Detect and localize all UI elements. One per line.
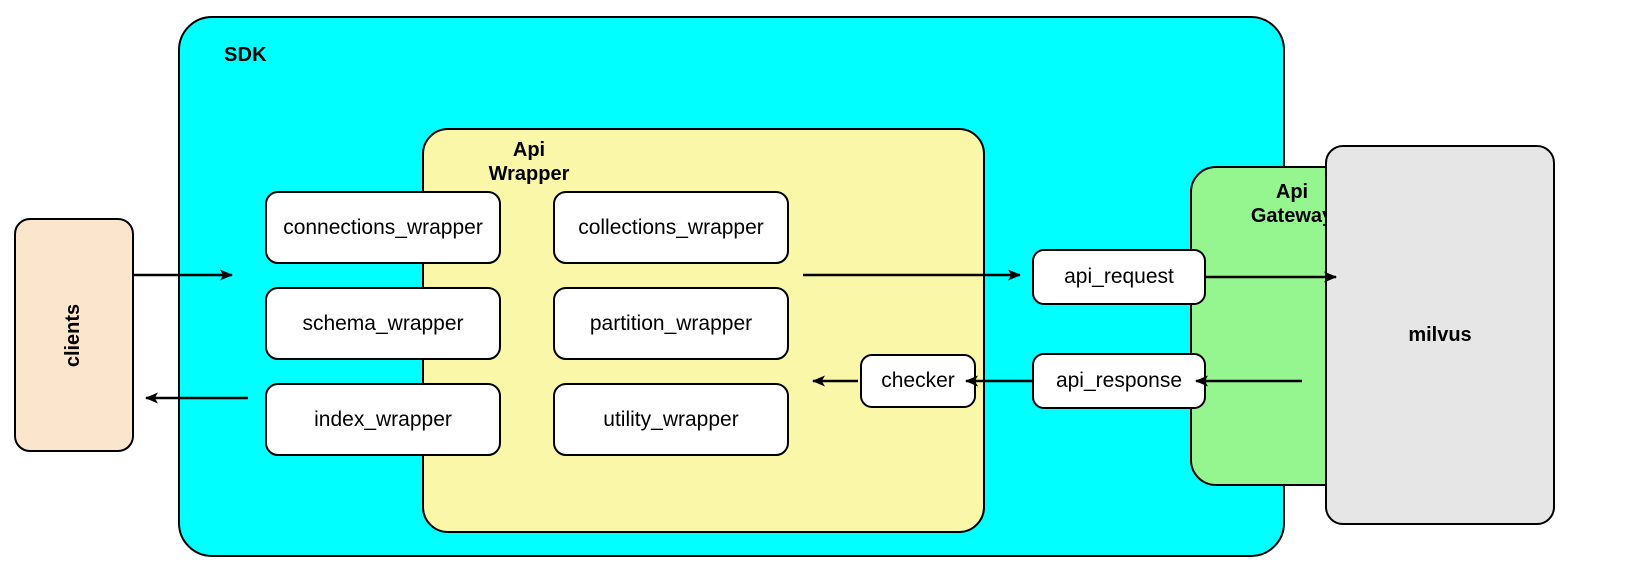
node-checker[interactable]: checker	[860, 354, 976, 408]
node-schema-wrapper[interactable]: schema_wrapper	[265, 287, 501, 360]
node-index-wrapper[interactable]: index_wrapper	[265, 383, 501, 456]
node-partition-wrapper[interactable]: partition_wrapper	[553, 287, 789, 360]
api-gateway-title-line2: Gateway	[1250, 205, 1334, 228]
api-wrapper-title: Api Wrapper	[438, 138, 620, 187]
node-collections-wrapper[interactable]: collections_wrapper	[553, 191, 789, 264]
clients-label: clients	[62, 303, 85, 367]
sdk-title: SDK	[224, 44, 267, 66]
node-clients[interactable]: clients	[14, 218, 134, 452]
api-gateway-title: Api Gateway	[1202, 180, 1382, 229]
api-gateway-title-line1: Api	[1275, 181, 1309, 203]
api-wrapper-title-line2: Wrapper	[488, 163, 570, 186]
node-milvus[interactable]: milvus	[1325, 145, 1555, 525]
node-api-request[interactable]: api_request	[1032, 249, 1206, 305]
node-api-response[interactable]: api_response	[1032, 353, 1206, 409]
node-utility-wrapper[interactable]: utility_wrapper	[553, 383, 789, 456]
node-connections-wrapper[interactable]: connections_wrapper	[265, 191, 501, 264]
api-wrapper-title-line1: Api	[512, 139, 546, 161]
